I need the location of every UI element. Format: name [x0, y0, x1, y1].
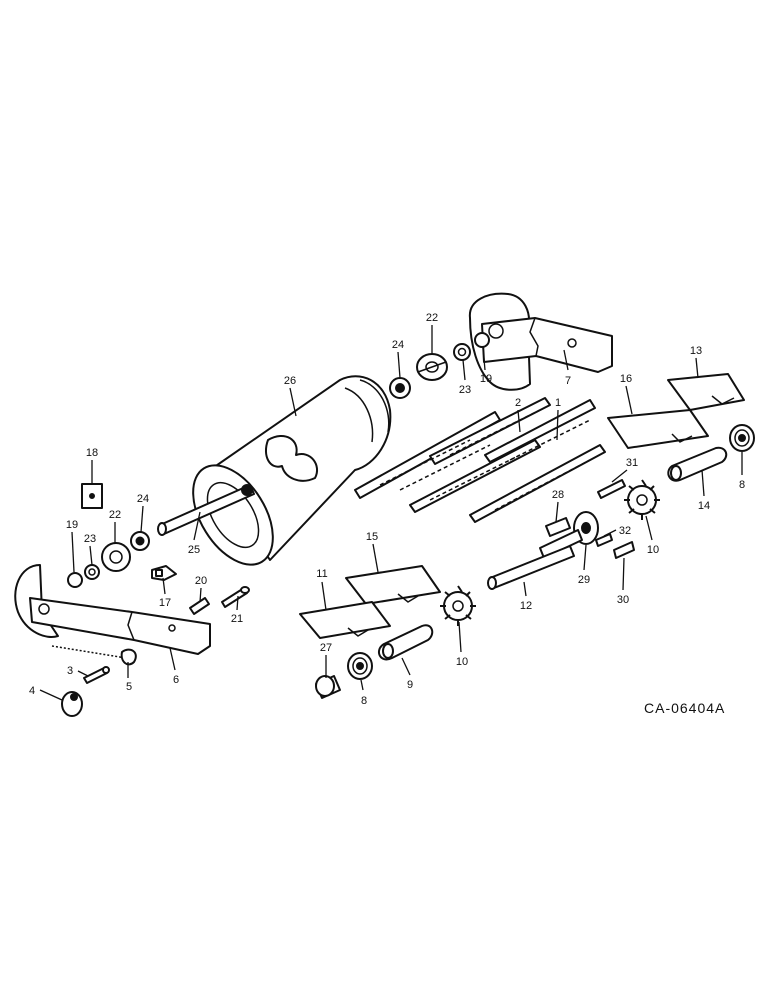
part-23-collar-top [453, 343, 471, 361]
callout-10-right: 10 [647, 544, 659, 556]
part-9-cam [377, 624, 434, 661]
part-11-plate [299, 601, 391, 639]
diagram-code: CA-06404A [644, 700, 725, 716]
callout-1: 1 [555, 397, 561, 409]
callout-12: 12 [520, 600, 532, 612]
callout-4: 4 [29, 685, 35, 697]
callout-5: 5 [126, 681, 132, 693]
part-22-flange-left [101, 542, 131, 572]
callout-24-left: 24 [137, 493, 149, 505]
part-26-drum [192, 375, 392, 566]
part-10-sprocket-left [440, 585, 476, 626]
callout-31: 31 [626, 457, 638, 469]
leader-lines [39, 325, 743, 701]
callout-8-right: 8 [739, 479, 745, 491]
part-14-cam [667, 446, 728, 482]
part-2-slat-chain [354, 397, 551, 499]
callout-17: 17 [159, 597, 171, 609]
part-3-bolt [83, 666, 110, 684]
part-19-washer-top [474, 332, 490, 348]
part-28-link [545, 517, 571, 537]
callout-29: 29 [578, 574, 590, 586]
part-31-bolt [597, 479, 626, 499]
callout-8-left: 8 [361, 695, 367, 707]
part-13-plate [667, 373, 745, 411]
callout-3: 3 [67, 665, 73, 677]
callout-9: 9 [407, 679, 413, 691]
part-21-bolt [221, 586, 250, 608]
callout-10-left: 10 [456, 656, 468, 668]
callout-28: 28 [552, 489, 564, 501]
callout-19-top: 19 [480, 373, 492, 385]
part-5-spring-rod [51, 645, 137, 666]
part-6-side-arm-left [14, 564, 211, 655]
part-8-bearing-right [729, 424, 755, 452]
part-29-hub [539, 511, 599, 559]
callout-13: 13 [690, 345, 702, 357]
callout-24-top: 24 [392, 339, 404, 351]
callout-23-left: 23 [84, 533, 96, 545]
part-27-bushing [315, 675, 341, 699]
callouts: 1 2 3 4 5 6 7 8 8 9 10 10 11 12 13 14 15… [29, 312, 745, 707]
callout-6: 6 [173, 674, 179, 686]
callout-19-left: 19 [66, 519, 78, 531]
part-22-flange-top [416, 353, 448, 381]
part-18-plate [81, 483, 103, 509]
callout-21: 21 [231, 613, 243, 625]
callout-25: 25 [188, 544, 200, 556]
part-24-bearing-left [130, 531, 150, 551]
callout-18: 18 [86, 447, 98, 459]
part-24-bearing-top [389, 377, 411, 399]
part-1-slat-chain [409, 399, 606, 523]
callout-2: 2 [515, 397, 521, 409]
callout-32: 32 [619, 525, 631, 537]
callout-22-top: 22 [426, 312, 438, 324]
callout-20: 20 [195, 575, 207, 587]
part-8-bearing-left [347, 652, 373, 680]
part-19-washer-left [67, 572, 83, 588]
part-15-plate [345, 565, 441, 605]
part-10-sprocket-right [624, 479, 660, 520]
callout-14: 14 [698, 500, 710, 512]
part-12-shaft [487, 545, 575, 590]
part-17-bracket [151, 565, 177, 581]
callout-11: 11 [316, 568, 327, 580]
part-25-shaft [157, 484, 255, 536]
callout-7: 7 [565, 375, 571, 387]
part-30-link [613, 541, 635, 559]
part-23-collar-left [84, 564, 100, 580]
callout-27: 27 [320, 642, 332, 654]
callout-23-top: 23 [459, 384, 471, 396]
callout-26: 26 [284, 375, 296, 387]
callout-16: 16 [620, 373, 632, 385]
part-16-plate [607, 409, 709, 449]
callout-15: 15 [366, 531, 378, 543]
part-4-nut [61, 691, 83, 717]
callout-22-left: 22 [109, 509, 121, 521]
callout-30: 30 [617, 594, 629, 606]
